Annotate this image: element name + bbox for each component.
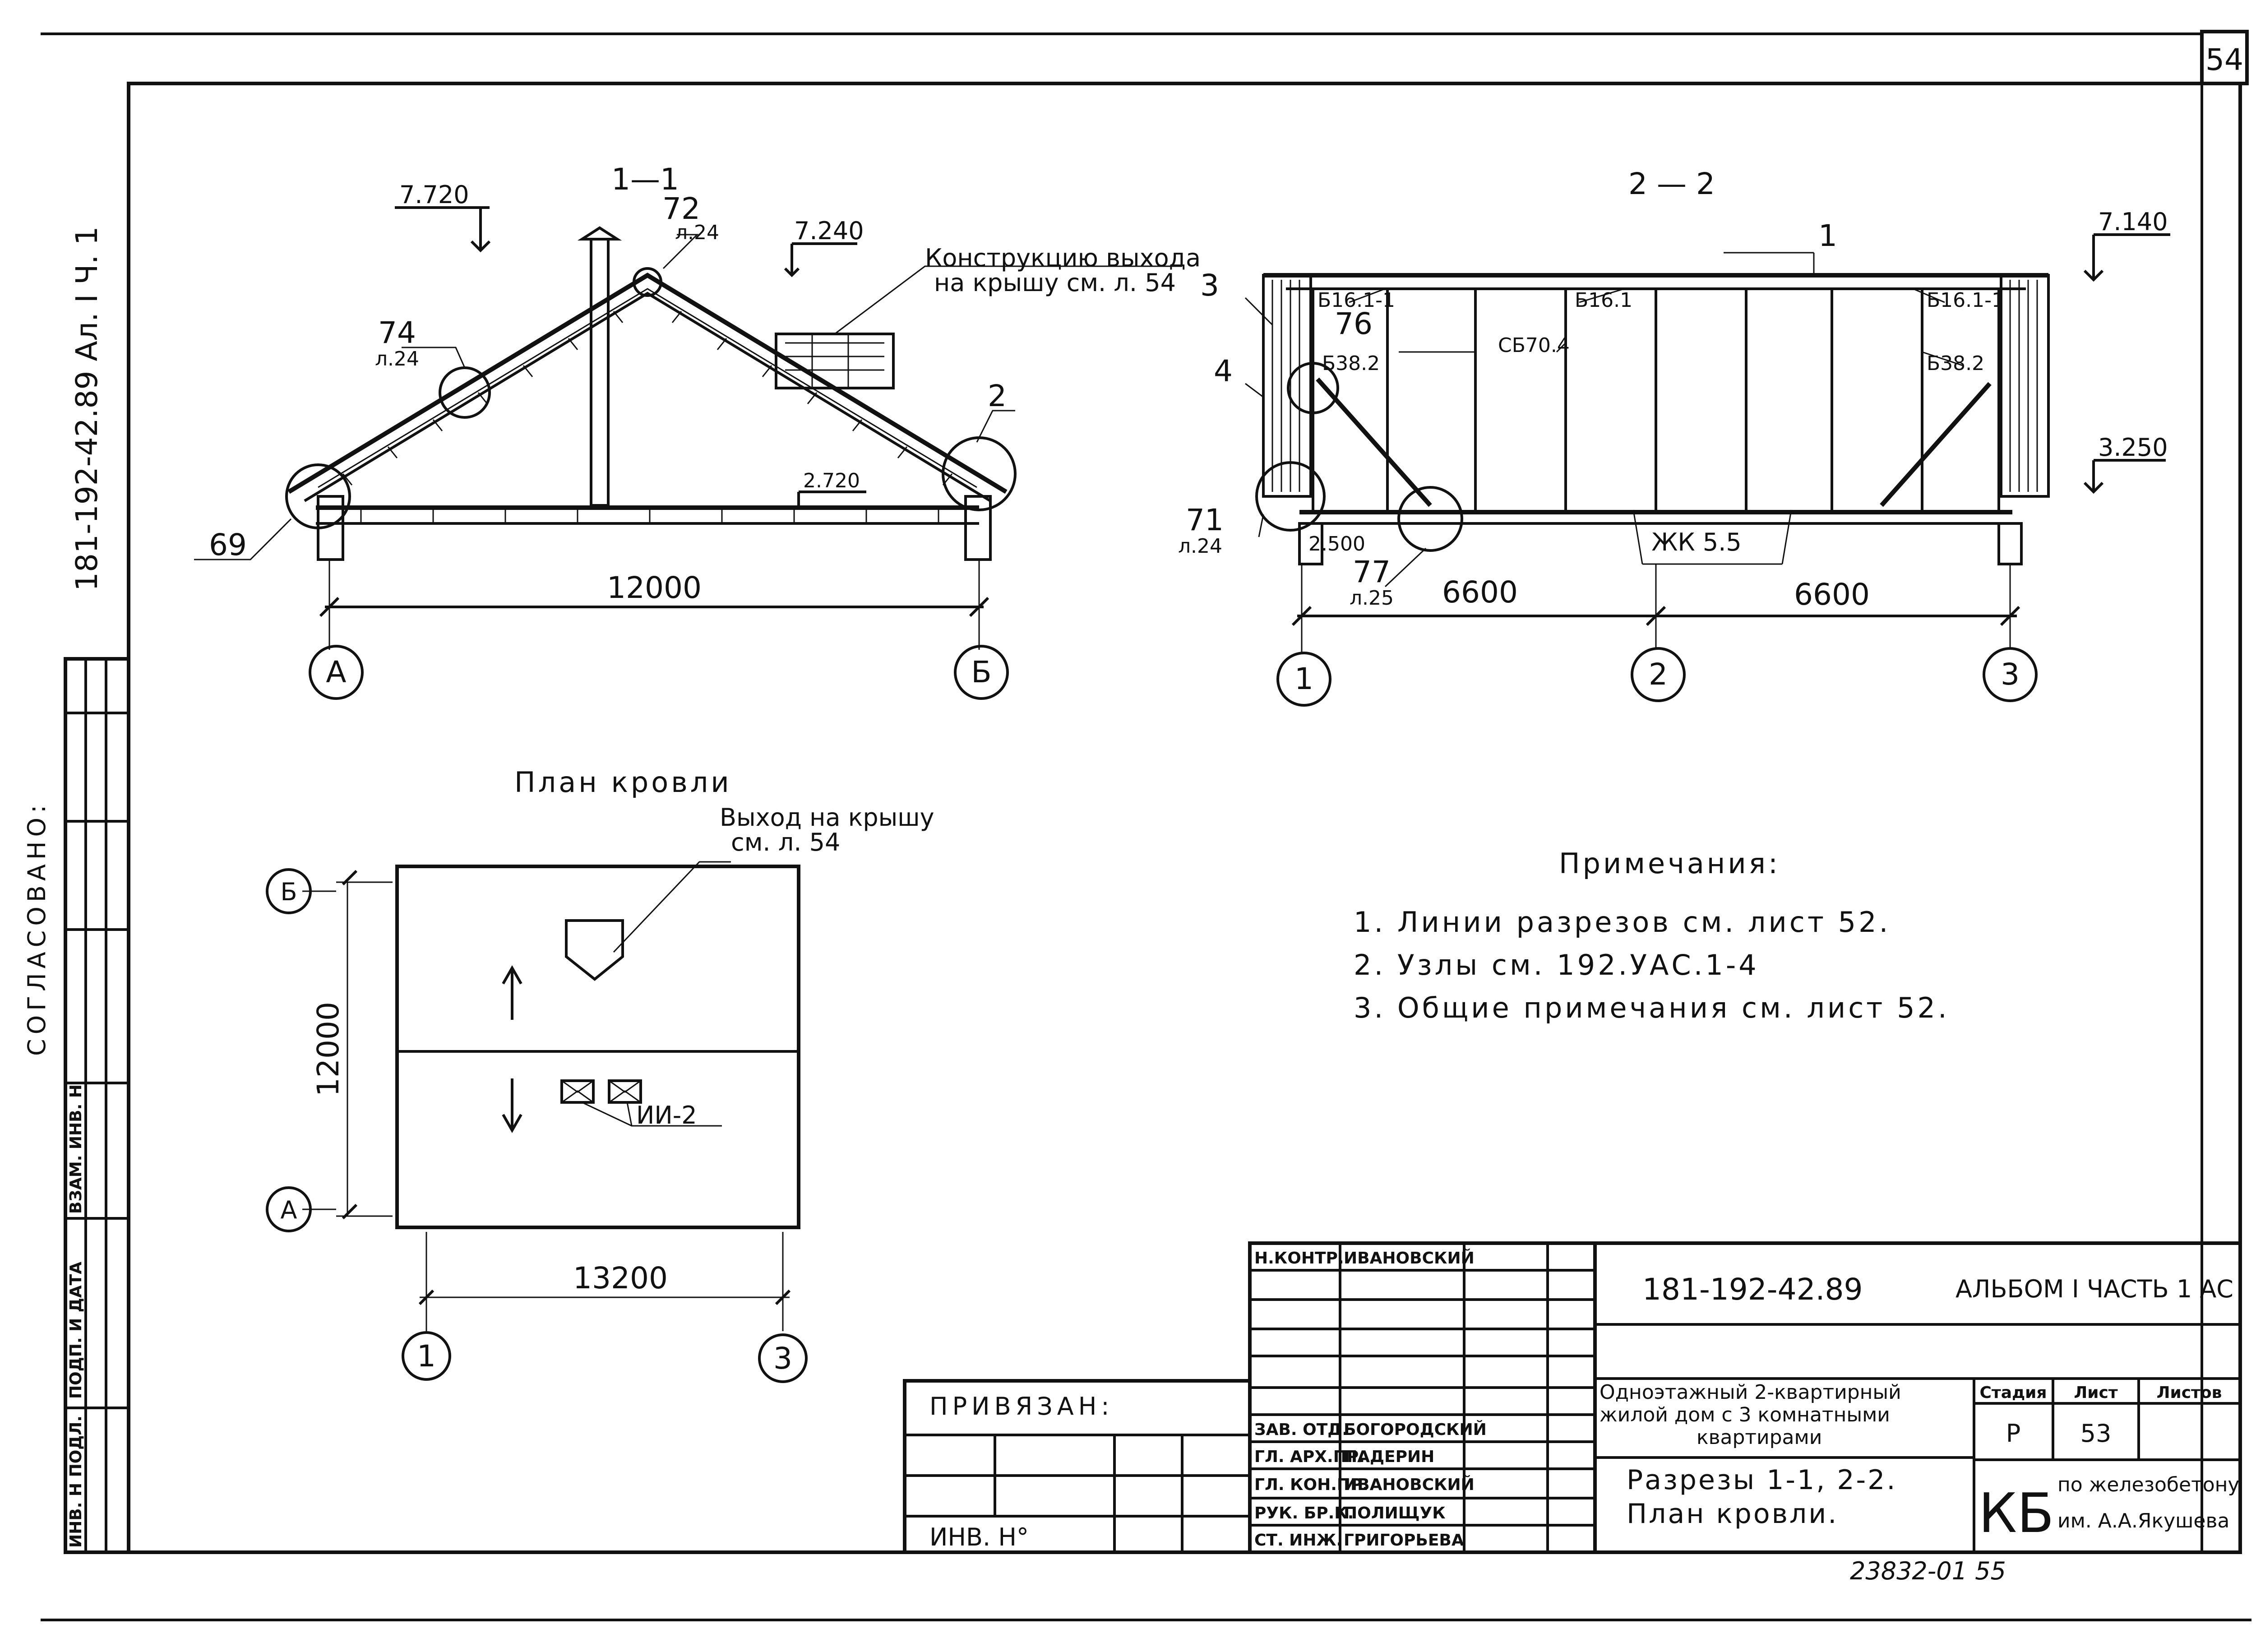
staff-role-4: ГЛ. КОН.ПР. xyxy=(1254,1476,1368,1494)
note-item-2: 2. Узлы см. 192.УАС.1-4 xyxy=(1354,949,1759,981)
staff-role-1: Н.КОНТР. xyxy=(1254,1249,1344,1268)
callout-2-num: 2 xyxy=(988,379,1007,413)
section-1-1-level-top: 7.720 xyxy=(399,180,469,209)
callout-72-num: 72 xyxy=(662,191,700,226)
axis-2-2-2: 2 xyxy=(1649,657,1668,692)
approved-label: СОГЛАСОВАНО: xyxy=(23,801,51,1056)
roof-plan-title: План кровли xyxy=(514,766,732,799)
section-2-2-level-top: 7.140 xyxy=(2098,208,2168,236)
notes-title: Примечания: xyxy=(1559,847,1780,880)
callout-74-num: 74 xyxy=(378,315,416,350)
section-2-2-span-left: 6600 xyxy=(1442,575,1518,610)
label-2-500: 2.500 xyxy=(1308,532,1365,555)
side-stamp xyxy=(64,657,130,1554)
callout-74-sheet: л.24 xyxy=(375,347,419,370)
roof-axis-b: Б xyxy=(280,878,297,906)
label-zhk-5-5: ЖК 5.5 xyxy=(1651,528,1742,556)
project-line-1: Одноэтажный 2-квартирный xyxy=(1600,1381,1901,1404)
label-b38-2-left: Б38.2 xyxy=(1322,352,1380,375)
album-label: АЛЬБОМ I ЧАСТЬ 1 АС xyxy=(1956,1275,2233,1303)
callout-71-num: 71 xyxy=(1186,503,1224,537)
label-b16-1: Б16.1 xyxy=(1575,289,1632,312)
roof-exit-label-line-1: Выход на крышу xyxy=(720,803,934,832)
stage-value: Р xyxy=(2006,1419,2021,1448)
note-item-1: 1. Линии разрезов см. лист 52. xyxy=(1354,906,1891,939)
callout-71-sheet: л.24 xyxy=(1178,535,1222,558)
bound-label: ПРИВЯЗАН: xyxy=(929,1392,1114,1421)
doc-code: 181-192-42.89 xyxy=(1642,1272,1863,1307)
section-2-2-level-mid: 3.250 xyxy=(2098,433,2168,462)
section-1-1-title: 1—1 xyxy=(611,162,679,197)
org-name-line-1: по железобетону xyxy=(2057,1473,2239,1496)
sheet-number: 54 xyxy=(2205,42,2243,77)
staff-role-2: ЗАВ. ОТД. xyxy=(1254,1421,1348,1439)
label-b16-1-1-left: Б16.1-1 xyxy=(1318,289,1395,312)
stamp-sign-date: ПОДП. И ДАТА xyxy=(67,1262,85,1399)
axis-a-1-1: А xyxy=(326,655,346,689)
note-item-3: 3. Общие примечания см. лист 52. xyxy=(1354,991,1950,1024)
label-item-3: 3 xyxy=(1200,268,1219,303)
staff-name-2: БОГОРОДСКИЙ xyxy=(1344,1420,1487,1439)
org-name-line-2: им. А.А.Якушева xyxy=(2057,1509,2229,1532)
callout-76-num: 76 xyxy=(1335,306,1373,341)
org-mark: КБ xyxy=(1979,1482,2054,1545)
staff-name-1: ИВАНОВСКИЙ xyxy=(1344,1249,1475,1268)
axis-b-1-1: Б xyxy=(971,655,991,689)
staff-name-5: ПОЛИЩУК xyxy=(1344,1504,1446,1522)
roof-exit-label-line-2: см. л. 54 xyxy=(731,828,840,856)
axis-1-2-2: 1 xyxy=(1294,662,1313,696)
title-block-grid xyxy=(903,1241,2242,1554)
roof-drain-label: ИИ-2 xyxy=(636,1101,697,1129)
staff-name-6: ГРИГОРЬЕВА xyxy=(1344,1531,1464,1550)
stamp-inv-original: ИНВ. Н ПОДЛ. xyxy=(67,1416,85,1548)
section-1-1-span: 12000 xyxy=(607,570,702,605)
label-item-1: 1 xyxy=(1818,218,1837,253)
staff-name-3: ПАДЕРИН xyxy=(1344,1448,1434,1466)
staff-role-3: ГЛ. АРХ.ПР. xyxy=(1254,1448,1365,1466)
sheet-no-value: 53 xyxy=(2080,1419,2112,1448)
callout-69-num: 69 xyxy=(209,528,247,562)
callout-77-sheet: л.25 xyxy=(1350,587,1394,610)
label-sb70-4: СБ70.4 xyxy=(1498,334,1570,357)
section-2-2-drawing xyxy=(1244,233,2170,707)
vertical-doc-code: 181-192-42.89 Ал. I Ч. 1 xyxy=(69,227,104,591)
axis-3-2-2: 3 xyxy=(2001,657,2020,692)
section-1-1-level-attic: 2.720 xyxy=(803,469,860,492)
inv-label: ИНВ. Н° xyxy=(929,1523,1029,1551)
label-b38-2-right: Б38.2 xyxy=(1927,352,1984,375)
sheets-header: Листов xyxy=(2157,1384,2222,1402)
label-b16-1-1-right: Б16.1-1 xyxy=(1927,289,2004,312)
section-2-2-title: 2 — 2 xyxy=(1628,167,1715,201)
roof-dim-horizontal: 13200 xyxy=(573,1261,668,1296)
exit-note-line-1: Конструкцию выхода xyxy=(925,244,1201,272)
sheet-header: Лист xyxy=(2074,1384,2117,1402)
project-line-3: квартирами xyxy=(1697,1426,1822,1449)
sheet-title-line-1: Разрезы 1-1, 2-2. xyxy=(1627,1464,1897,1496)
label-item-4: 4 xyxy=(1214,354,1233,389)
roof-axis-1: 1 xyxy=(417,1339,436,1374)
staff-role-5: РУК. БР.К. xyxy=(1254,1504,1354,1522)
project-line-2: жилой дом с 3 комнатными xyxy=(1600,1403,1890,1426)
staff-name-4: ИВАНОВСКИЙ xyxy=(1344,1475,1475,1494)
stage-header: Стадия xyxy=(1980,1384,2047,1402)
bottom-archive-note: 23832-01 55 xyxy=(1850,1557,2006,1585)
staff-role-6: СТ. ИНЖ. xyxy=(1254,1531,1342,1550)
section-2-2-span-right: 6600 xyxy=(1794,577,1870,612)
roof-axis-3: 3 xyxy=(773,1341,792,1376)
roof-plan-drawing xyxy=(266,861,808,1383)
stamp-vzam-inv: ВЗАМ. ИНВ. Н xyxy=(67,1084,85,1214)
roof-dim-vertical: 12000 xyxy=(311,1002,346,1097)
exit-note-line-2: на крышу см. л. 54 xyxy=(934,268,1176,297)
callout-72-sheet: л.24 xyxy=(675,221,719,244)
callout-77-num: 77 xyxy=(1353,555,1391,589)
sheet-title-line-2: План кровли. xyxy=(1627,1498,1838,1530)
roof-axis-a: А xyxy=(281,1196,297,1224)
section-1-1-level-right: 7.240 xyxy=(794,217,864,245)
section-1-1-drawing xyxy=(194,206,1182,700)
